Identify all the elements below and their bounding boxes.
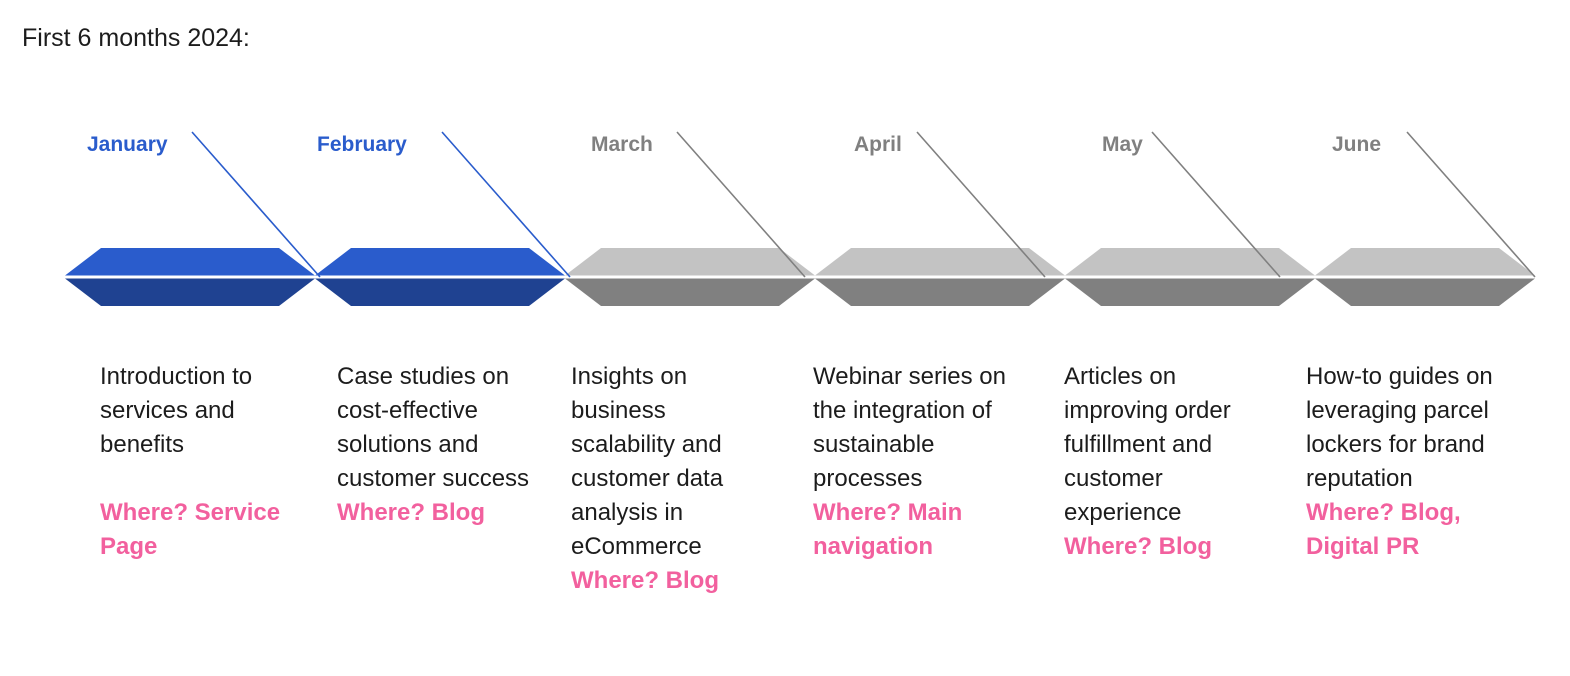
timeline-column-4: Webinar series on the integration of sus… xyxy=(813,360,1008,564)
column-description: Articles on improving order fulfillment … xyxy=(1064,363,1231,526)
chevron-segment-bottom-may xyxy=(1065,278,1315,306)
chevron-segment-top-april xyxy=(815,248,1065,276)
timeline-column-5: Articles on improving order fulfillment … xyxy=(1064,360,1259,564)
timeline-column-2: Case studies on cost-effective solutions… xyxy=(337,360,532,530)
column-description: Insights on business scalability and cus… xyxy=(571,363,724,560)
month-label-april: April xyxy=(854,133,902,156)
month-label-march: March xyxy=(591,133,653,156)
column-where-label: Where? Blog xyxy=(1064,533,1212,560)
column-where-label: Where? Service Page xyxy=(100,499,281,560)
chevron-segment-top-march xyxy=(565,248,815,276)
chevron-segment-bottom-january xyxy=(65,278,315,306)
leader-line-february xyxy=(441,131,571,278)
page-title: First 6 months 2024: xyxy=(22,24,250,52)
leader-line-may xyxy=(1151,131,1281,278)
month-label-february: February xyxy=(317,133,407,156)
column-description: Case studies on cost-effective solutions… xyxy=(337,363,530,492)
chevron-segment-top-june xyxy=(1315,248,1535,276)
month-label-june: June xyxy=(1332,133,1382,156)
column-where-label: Where? Main navigation xyxy=(813,499,963,560)
column-where-label: Where? Blog xyxy=(337,499,485,526)
leader-line-march xyxy=(676,131,806,278)
leader-line-june xyxy=(1406,131,1536,278)
chevron-segment-bottom-april xyxy=(815,278,1065,306)
leader-lines-group xyxy=(191,131,1536,278)
chevron-bar-group xyxy=(65,248,1535,306)
leader-line-january xyxy=(191,131,321,278)
column-description: Introduction to services and benefits xyxy=(100,363,253,458)
column-where-label: Where? Blog xyxy=(571,567,719,594)
chevron-segment-top-may xyxy=(1065,248,1315,276)
chevron-segment-bottom-june xyxy=(1315,278,1535,306)
chevron-segment-top-january xyxy=(65,248,315,276)
chevron-segment-bottom-march xyxy=(565,278,815,306)
chevron-segment-bottom-february xyxy=(315,278,565,306)
timeline-column-6: How-to guides on leveraging parcel locke… xyxy=(1306,360,1501,564)
chevron-segment-top-february xyxy=(315,248,565,276)
month-label-january: January xyxy=(87,133,168,156)
column-description: Webinar series on the integration of sus… xyxy=(813,363,1006,492)
column-description: How-to guides on leveraging parcel locke… xyxy=(1306,363,1493,492)
leader-line-april xyxy=(916,131,1046,278)
column-where-label: Where? Blog, Digital PR xyxy=(1306,499,1461,560)
timeline-column-3: Insights on business scalability and cus… xyxy=(571,360,766,598)
timeline-svg xyxy=(65,131,1536,306)
timeline-arrow-bar xyxy=(0,118,1570,323)
month-label-may: May xyxy=(1102,133,1143,156)
